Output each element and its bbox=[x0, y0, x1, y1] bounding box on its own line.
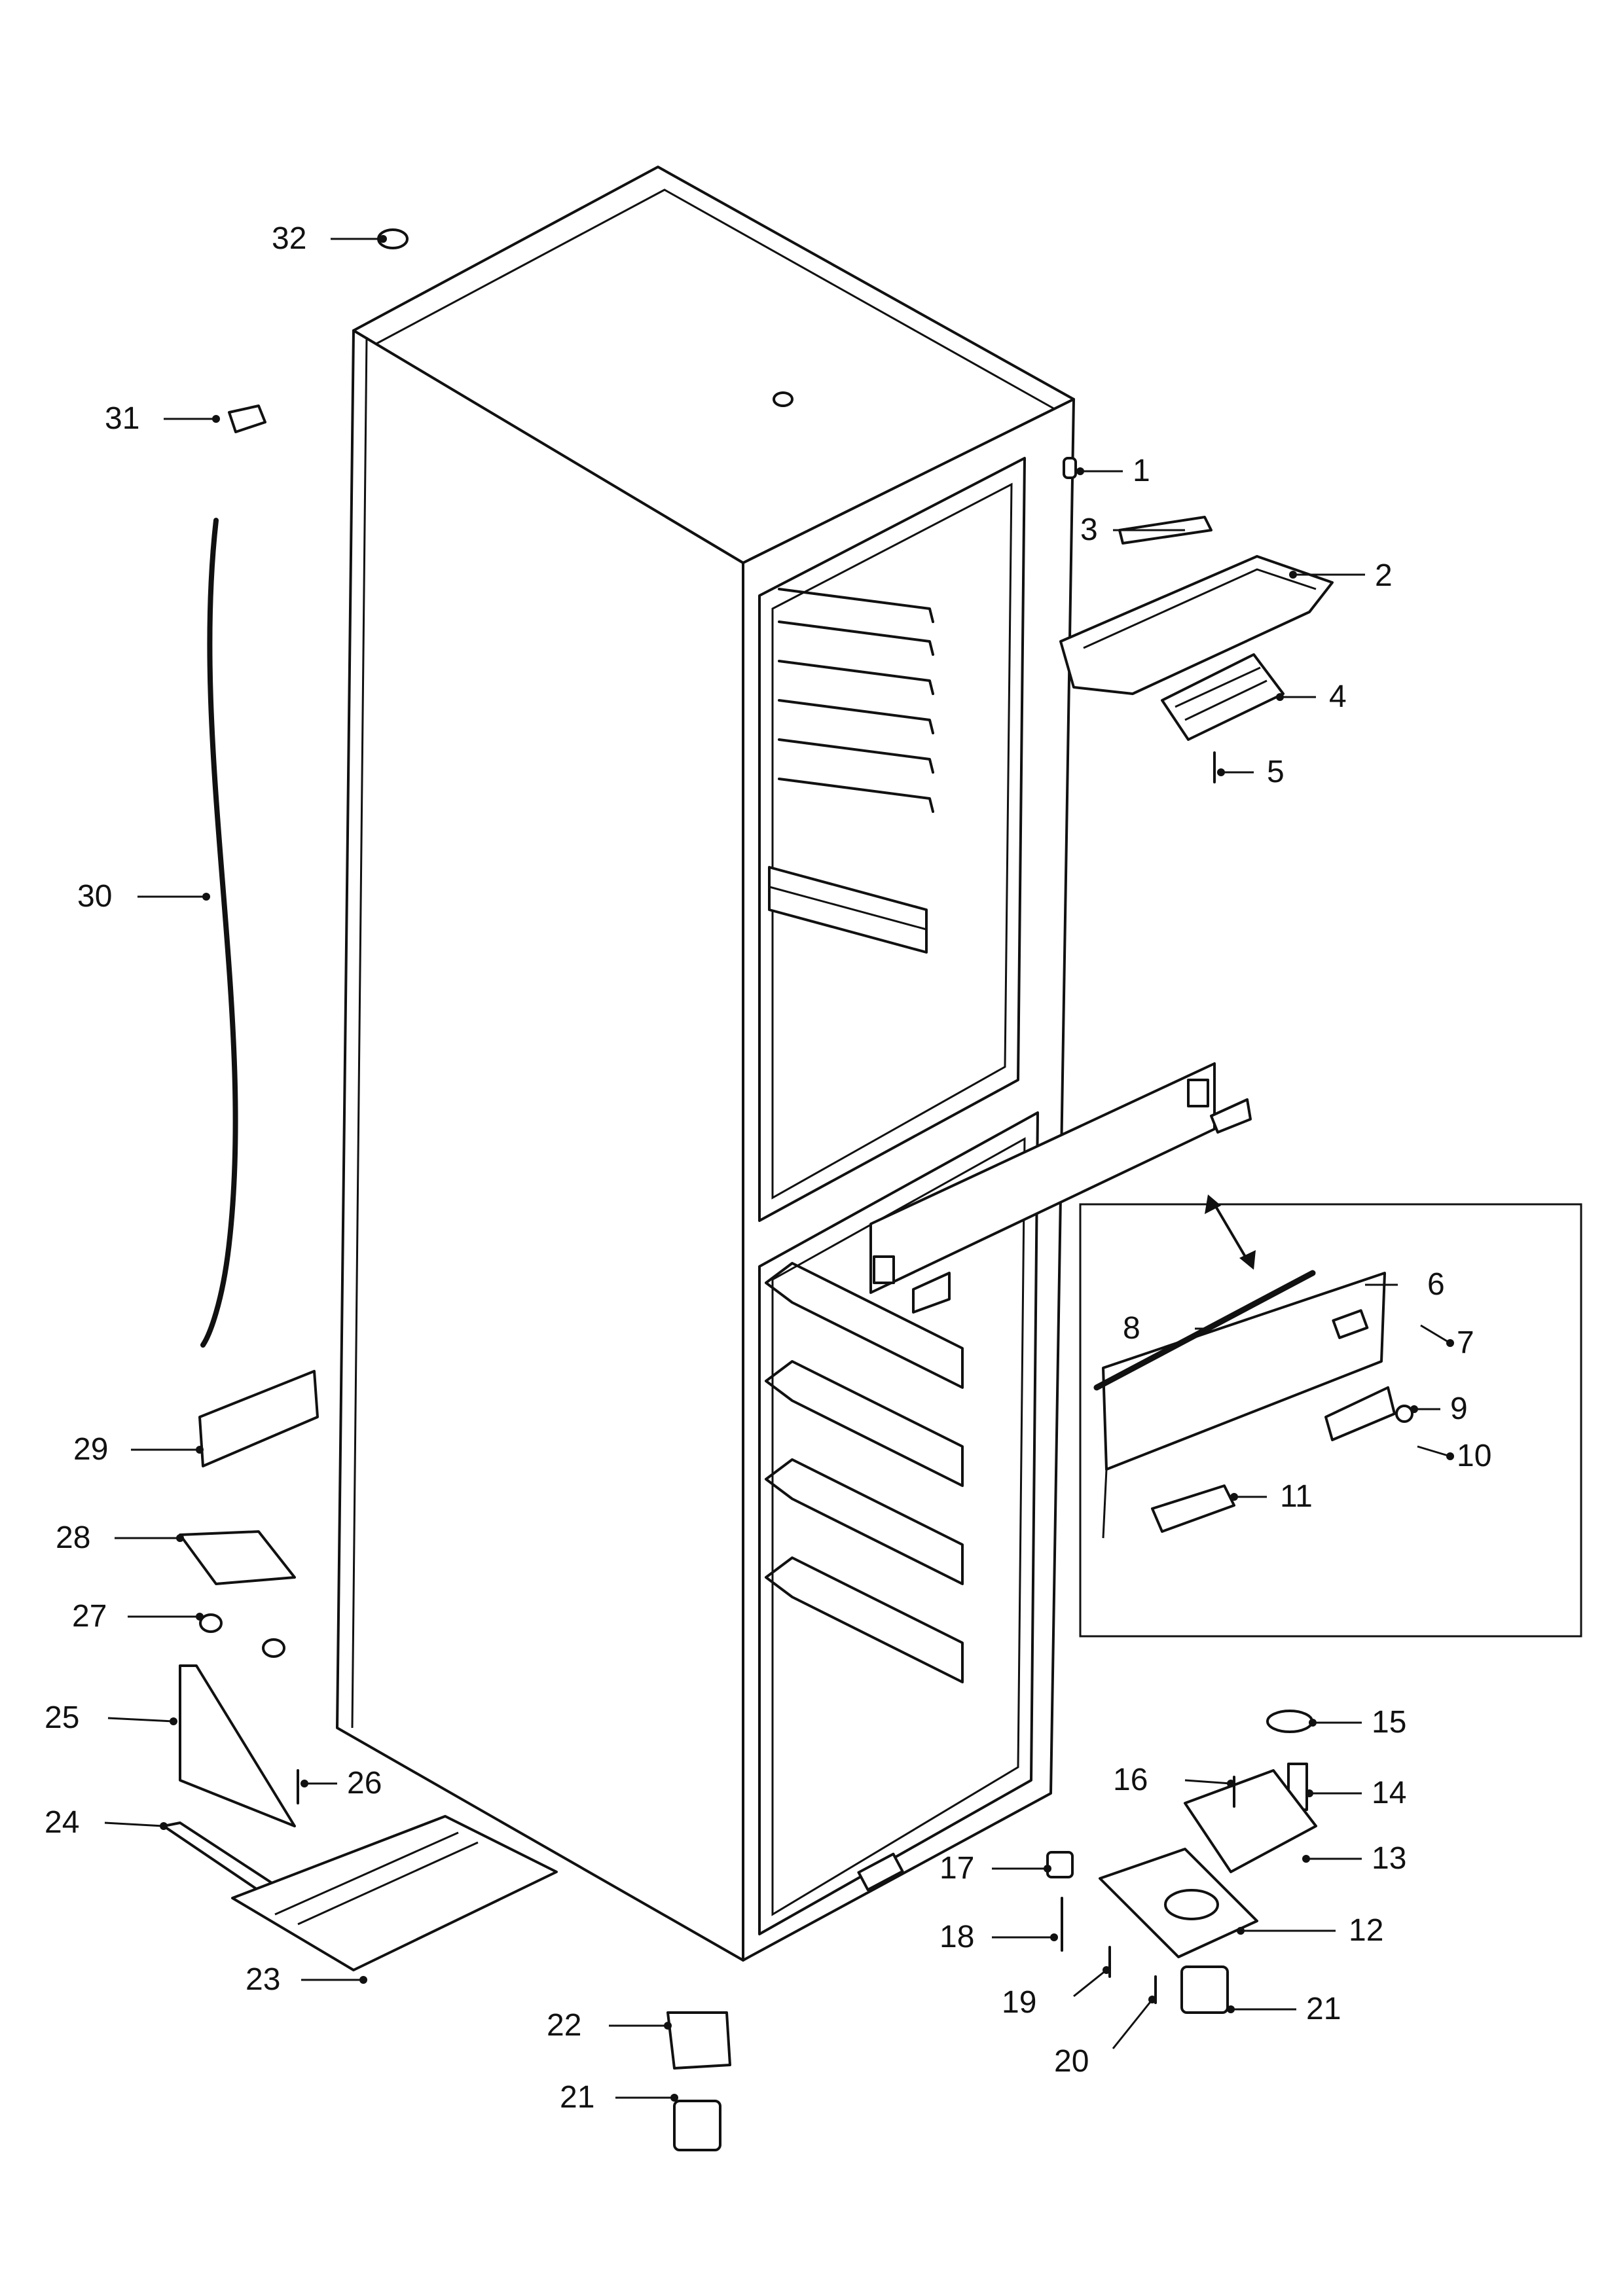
callout-2: 2 bbox=[1375, 558, 1393, 593]
callout-23: 23 bbox=[246, 1962, 280, 1997]
foot-cover-22 bbox=[666, 2011, 731, 2070]
callout-14: 14 bbox=[1372, 1776, 1406, 1810]
callout-21-right: 21 bbox=[1306, 1992, 1341, 2026]
callout-7: 7 bbox=[1457, 1325, 1474, 1360]
light-diffuser bbox=[1161, 653, 1285, 741]
bracket-28 bbox=[179, 1530, 296, 1585]
callout-labels: 32 31 30 29 28 27 25 26 24 23 22 21 1 3 … bbox=[45, 221, 1491, 2115]
base-tray-23 bbox=[231, 1815, 558, 1971]
callout-1: 1 bbox=[1133, 454, 1150, 488]
nut-27 bbox=[199, 1613, 223, 1633]
callout-9: 9 bbox=[1450, 1391, 1468, 1426]
callout-11: 11 bbox=[1280, 1479, 1313, 1514]
callout-21-left: 21 bbox=[560, 2080, 594, 2115]
callout-12: 12 bbox=[1349, 1913, 1383, 1948]
callout-32: 32 bbox=[272, 221, 306, 256]
inset-frame bbox=[1079, 1203, 1582, 1638]
callout-20: 20 bbox=[1054, 2044, 1089, 2079]
bulb-socket bbox=[1063, 457, 1077, 479]
hinge-plate-13 bbox=[1184, 1769, 1317, 1873]
callout-28: 28 bbox=[56, 1520, 90, 1555]
freezer-drawers bbox=[765, 1262, 964, 1892]
callout-31: 31 bbox=[105, 401, 139, 436]
callout-17: 17 bbox=[939, 1851, 974, 1886]
fridge-shelves bbox=[768, 588, 934, 954]
door-seal-30 bbox=[200, 518, 238, 1348]
left-side-parts bbox=[162, 228, 558, 1971]
callout-27: 27 bbox=[72, 1599, 107, 1634]
tube-31 bbox=[228, 404, 266, 433]
washer-15 bbox=[1266, 1710, 1313, 1733]
callout-13: 13 bbox=[1372, 1841, 1406, 1876]
callout-5: 5 bbox=[1267, 755, 1285, 789]
top-vent bbox=[773, 391, 793, 407]
adjustable-foot-21 bbox=[673, 2100, 721, 2151]
leader-lines bbox=[104, 235, 1454, 2102]
callout-29: 29 bbox=[73, 1432, 108, 1467]
detail-inset bbox=[1079, 1203, 1582, 1638]
fridge-compartment-opening bbox=[758, 457, 1026, 1222]
hinge-part bbox=[1210, 1098, 1252, 1134]
kickplate-29 bbox=[198, 1370, 319, 1467]
bottom-parts bbox=[666, 1710, 1317, 2151]
freezer-compartment-opening bbox=[758, 1111, 1039, 1935]
callout-24: 24 bbox=[45, 1805, 79, 1840]
callout-26: 26 bbox=[347, 1766, 382, 1801]
cross-rail bbox=[869, 1062, 1256, 1314]
crisper-cover bbox=[768, 866, 928, 954]
light-housing-assembly bbox=[1059, 457, 1334, 783]
callout-30: 30 bbox=[77, 879, 112, 914]
callout-16: 16 bbox=[1113, 1763, 1148, 1797]
callout-15: 15 bbox=[1372, 1705, 1406, 1740]
callout-4: 4 bbox=[1329, 679, 1347, 714]
callout-6: 6 bbox=[1427, 1267, 1445, 1302]
callout-19: 19 bbox=[1002, 1985, 1036, 2020]
callout-3: 3 bbox=[1080, 512, 1098, 547]
callout-8: 8 bbox=[1123, 1311, 1140, 1346]
handle-part bbox=[1151, 1484, 1235, 1533]
callout-22: 22 bbox=[547, 2008, 581, 2043]
cabinet-body bbox=[336, 166, 1075, 1962]
spacer-17 bbox=[1046, 1851, 1074, 1878]
callout-25: 25 bbox=[45, 1700, 79, 1735]
cabinet-side bbox=[336, 329, 744, 1962]
strip-24 bbox=[162, 1821, 276, 1896]
callout-10: 10 bbox=[1457, 1439, 1491, 1473]
light-housing bbox=[1059, 555, 1334, 695]
callout-18: 18 bbox=[939, 1920, 974, 1954]
bracket-25 bbox=[179, 1664, 296, 1827]
adjustable-foot-21b bbox=[1180, 1965, 1229, 2014]
